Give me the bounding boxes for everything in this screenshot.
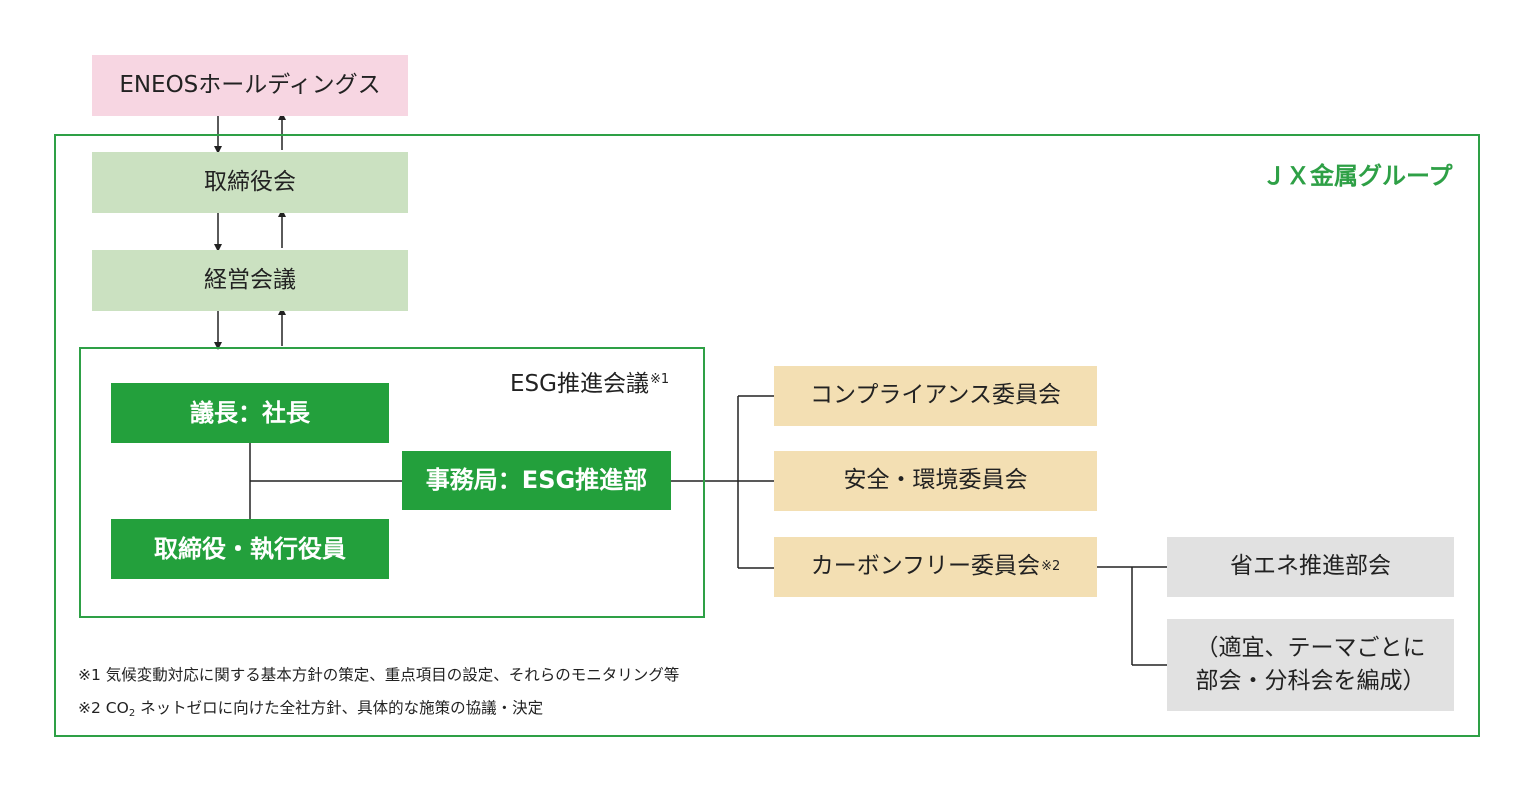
safety-environment-committee-label: 安全・環境委員会: [843, 467, 1028, 494]
members-box: 取締役・執行役員: [111, 519, 389, 579]
members-label: 取締役・執行役員: [154, 534, 346, 563]
jx-metals-group-frame: [54, 134, 1480, 737]
energy-saving-subcommittee-box: 省エネ推進部会: [1167, 537, 1454, 597]
group-label: ＪＸ金属グループ: [1262, 162, 1453, 190]
footnote-1: ※1 気候変動対応に関する基本方針の策定、重点項目の設定、それらのモニタリング等: [78, 666, 680, 684]
esg-council-frame: [79, 347, 705, 618]
footnote-2-prefix: ※2 CO: [78, 699, 129, 717]
esg-council-title: ESG推進会議※1: [510, 364, 669, 398]
board-of-directors-box: 取締役会: [92, 152, 408, 213]
footnote-2-subscript: 2: [128, 708, 136, 719]
footnote-2: ※2 CO2 ネットゼロに向けた全社方針、具体的な施策の協議・決定: [78, 696, 543, 719]
footnote-2-suffix: ネットゼロに向けた全社方針、具体的な施策の協議・決定: [140, 699, 544, 717]
board-label: 取締役会: [204, 168, 296, 195]
esg-council-note-mark: ※1: [649, 372, 670, 387]
esg-council-label: ESG推進会議: [510, 371, 649, 397]
chair-label: 議長：社長: [190, 398, 310, 427]
carbon-free-committee-label: カーボンフリー委員会: [810, 553, 1041, 580]
secretariat-label: 事務局：ESG推進部: [425, 466, 648, 495]
compliance-committee-box: コンプライアンス委員会: [774, 366, 1097, 426]
ad-hoc-subcommittees-line2: 部会・分科会を編成）: [1195, 668, 1426, 694]
ad-hoc-subcommittees-box: （適宜、テーマごとに 部会・分科会を編成）: [1167, 619, 1454, 711]
secretariat-box: 事務局：ESG推進部: [402, 451, 671, 510]
energy-saving-subcommittee-label: 省エネ推進部会: [1230, 553, 1391, 580]
chair-box: 議長：社長: [111, 383, 389, 443]
eneos-holdings-label: ENEOSホールディングス: [119, 71, 381, 98]
compliance-committee-label: コンプライアンス委員会: [810, 382, 1061, 409]
eneos-holdings-box: ENEOSホールディングス: [92, 55, 408, 116]
safety-environment-committee-box: 安全・環境委員会: [774, 451, 1097, 511]
carbon-free-note-mark: ※2: [1041, 558, 1061, 574]
carbon-free-committee-box: カーボンフリー委員会※2: [774, 537, 1097, 597]
management-meeting-label: 経営会議: [204, 266, 296, 293]
ad-hoc-subcommittees-line1: （適宜、テーマごとに: [1195, 634, 1426, 661]
management-meeting-box: 経営会議: [92, 250, 408, 311]
